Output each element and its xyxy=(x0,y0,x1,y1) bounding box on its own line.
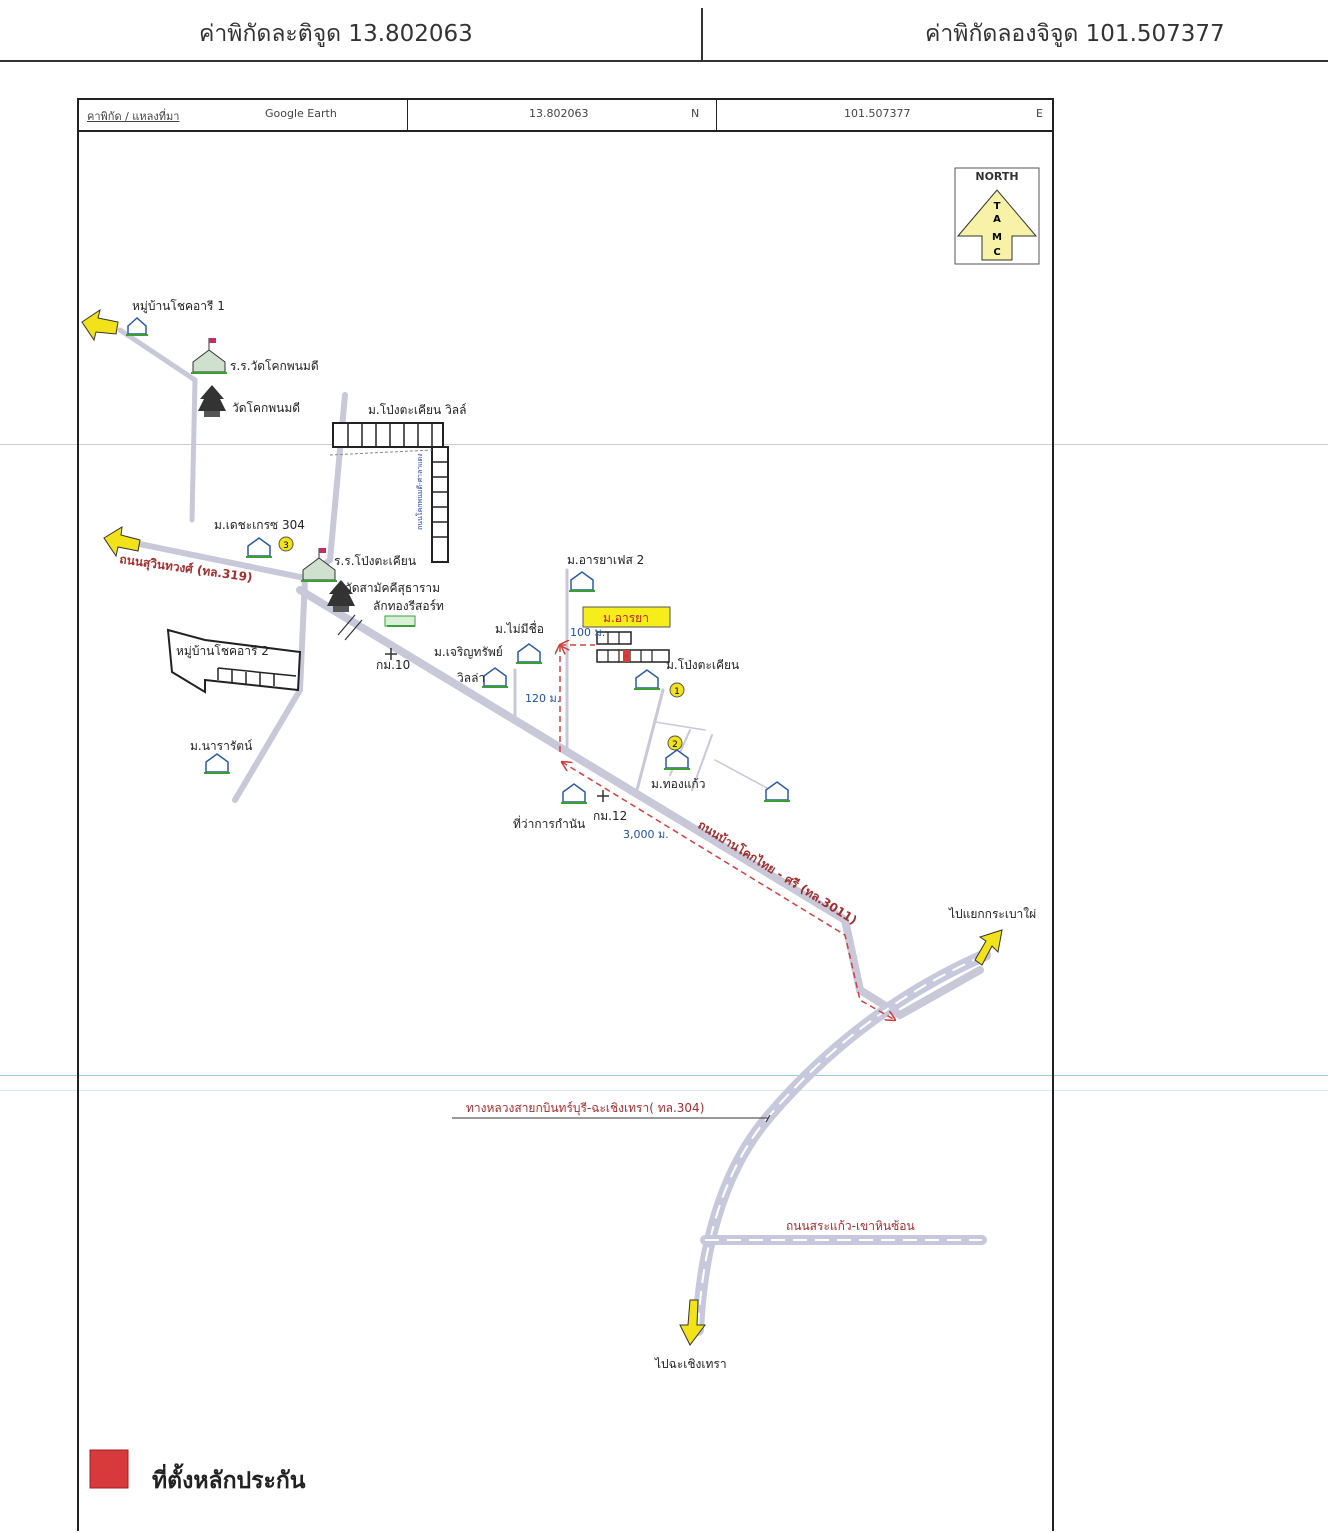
place-label: ร.ร.โป่งตะเคียน xyxy=(334,554,416,568)
place-label: กม.12 xyxy=(593,809,627,823)
arrow-icon xyxy=(81,308,119,342)
place-label: หมู่บ้านโชคอารี 1 xyxy=(132,299,225,314)
source-value: Google Earth xyxy=(265,107,337,120)
place-label: วัดโคกพนมดี xyxy=(232,401,300,415)
place-label: กม.10 xyxy=(376,658,410,672)
road-label: ถนนสระแก้ว-เขาหินซ้อน xyxy=(786,1219,915,1233)
highway-304 xyxy=(692,949,991,1336)
place-label: ไปแยกกระเบาใผ่ xyxy=(948,907,1036,921)
house-icon xyxy=(569,571,595,592)
temple-icon xyxy=(327,580,355,612)
north-letter: A xyxy=(993,214,1001,225)
place-label: ม.อารยาเฟส 2 xyxy=(567,553,644,567)
scan-line xyxy=(0,444,1328,445)
village-chotchari-2-block xyxy=(166,628,302,694)
school-icon xyxy=(301,548,337,582)
arrow-icon xyxy=(974,929,1003,966)
house-icon xyxy=(246,537,272,558)
distance-label: 100 ม. xyxy=(570,626,605,639)
local-road-label: ถนนโคกพนมดี-ศาลาแดง xyxy=(415,453,424,530)
house-icon xyxy=(634,669,660,690)
numbered-marker: 3 xyxy=(278,536,294,552)
direction-arrows xyxy=(81,308,1003,1346)
pong-takhian-villa-block: ถนนโคกพนมดี-ศาลาแดง xyxy=(329,422,449,563)
km-marker-icon xyxy=(597,790,609,802)
place-label: วิลล่า xyxy=(457,671,485,685)
north-title: NORTH xyxy=(975,170,1018,183)
route-path xyxy=(560,645,895,1020)
place-label: ร.ร.วัดโคกพนมดี xyxy=(230,359,319,373)
place-label: วัดสามัคคีสุธาราม xyxy=(345,581,440,596)
house-icon xyxy=(561,783,587,804)
scan-line xyxy=(0,1075,1328,1076)
place-label: หมู่บ้านโชคอารี 2 xyxy=(176,644,269,659)
svg-text:1: 1 xyxy=(674,687,680,697)
place-label: ม.ไม่มีชื่อ xyxy=(495,620,544,636)
road-label: ทางหลวงสายกบินทร์บุรี-ฉะเชิงเทรา( ทล.304… xyxy=(466,1101,704,1116)
resort-icon xyxy=(384,615,416,627)
north-letter: T xyxy=(994,201,1001,212)
coordinate-header: ค่าพิกัดละติจูด 13.802063 ค่าพิกัดลองจิจ… xyxy=(0,0,1328,62)
house-icon xyxy=(764,781,790,802)
place-label: ไปฉะเชิงเทรา xyxy=(654,1357,727,1371)
scan-line xyxy=(0,1090,1328,1091)
road-label: ถนนบ้านโคกไทย - ศรี (ทล.3011) xyxy=(695,817,860,928)
place-label: ม.โป่งตะเคียน วิลล์ xyxy=(368,403,467,417)
source-label: คาพิกัด / แหลงที่มา xyxy=(87,110,180,123)
distance-label: 3,000 ม. xyxy=(623,828,669,841)
arrow-icon xyxy=(679,1299,706,1346)
header-divider xyxy=(701,8,703,60)
map-frame-header: คาพิกัด / แหลงที่มา Google Earth 13.8020… xyxy=(79,100,1052,132)
north-letter: C xyxy=(993,247,1000,258)
place-label: ม.เดชะเกรซ 304 xyxy=(214,518,305,532)
place-label: ลักทองรีสอร์ท xyxy=(373,599,444,613)
north-letter: M xyxy=(992,232,1002,243)
legend-label: ที่ตั้งหลักประกัน xyxy=(152,1463,306,1494)
school-icon xyxy=(191,338,227,374)
north-arrow: NORTH T A M C xyxy=(954,167,1040,265)
house-icon xyxy=(664,749,690,770)
house-icon xyxy=(482,667,508,688)
target-label-box: ม.อารยา xyxy=(582,606,671,628)
house-icon xyxy=(516,643,542,664)
lat-value: 13.802063 xyxy=(529,107,589,120)
arrow-icon xyxy=(103,526,141,558)
numbered-marker: 2 xyxy=(667,735,683,751)
lon-dir: E xyxy=(1036,107,1043,120)
svg-text:3: 3 xyxy=(283,541,289,551)
header-separator xyxy=(716,100,717,130)
target-label: ม.อารยา xyxy=(603,611,649,625)
place-label: ม.เจริญทรัพย์ xyxy=(434,645,503,659)
road-label: ถนนสุวินทวงศ์ (ทล.319) xyxy=(118,552,253,586)
legend: ที่ตั้งหลักประกัน xyxy=(89,1449,306,1494)
longitude-label: ค่าพิกัดลองจิจูด 101.507377 xyxy=(925,21,1225,47)
lat-dir: N xyxy=(691,107,700,120)
place-label: ที่ว่าการกำนัน xyxy=(513,815,585,831)
svg-text:2: 2 xyxy=(672,740,678,750)
map-frame: คาพิกัด / แหลงที่มา Google Earth 13.8020… xyxy=(77,98,1054,1531)
lon-value: 101.507377 xyxy=(844,107,911,120)
distance-label: 120 ม. xyxy=(525,692,560,705)
place-label: ม.ทองแก้ว xyxy=(651,777,705,791)
collateral-marker xyxy=(623,650,630,662)
legend-swatch xyxy=(89,1449,129,1489)
header-separator xyxy=(407,100,408,130)
araya-block xyxy=(596,631,670,663)
place-label: ม.โป่งตะเคียน xyxy=(666,658,739,672)
house-icon xyxy=(204,753,230,774)
place-label: ม.นารารัตน์ xyxy=(190,739,252,753)
temple-icon xyxy=(198,385,226,417)
km-marker-icon xyxy=(385,648,397,660)
latitude-label: ค่าพิกัดละติจูด 13.802063 xyxy=(199,21,473,47)
numbered-marker: 1 xyxy=(669,682,685,698)
house-icon xyxy=(126,316,148,336)
